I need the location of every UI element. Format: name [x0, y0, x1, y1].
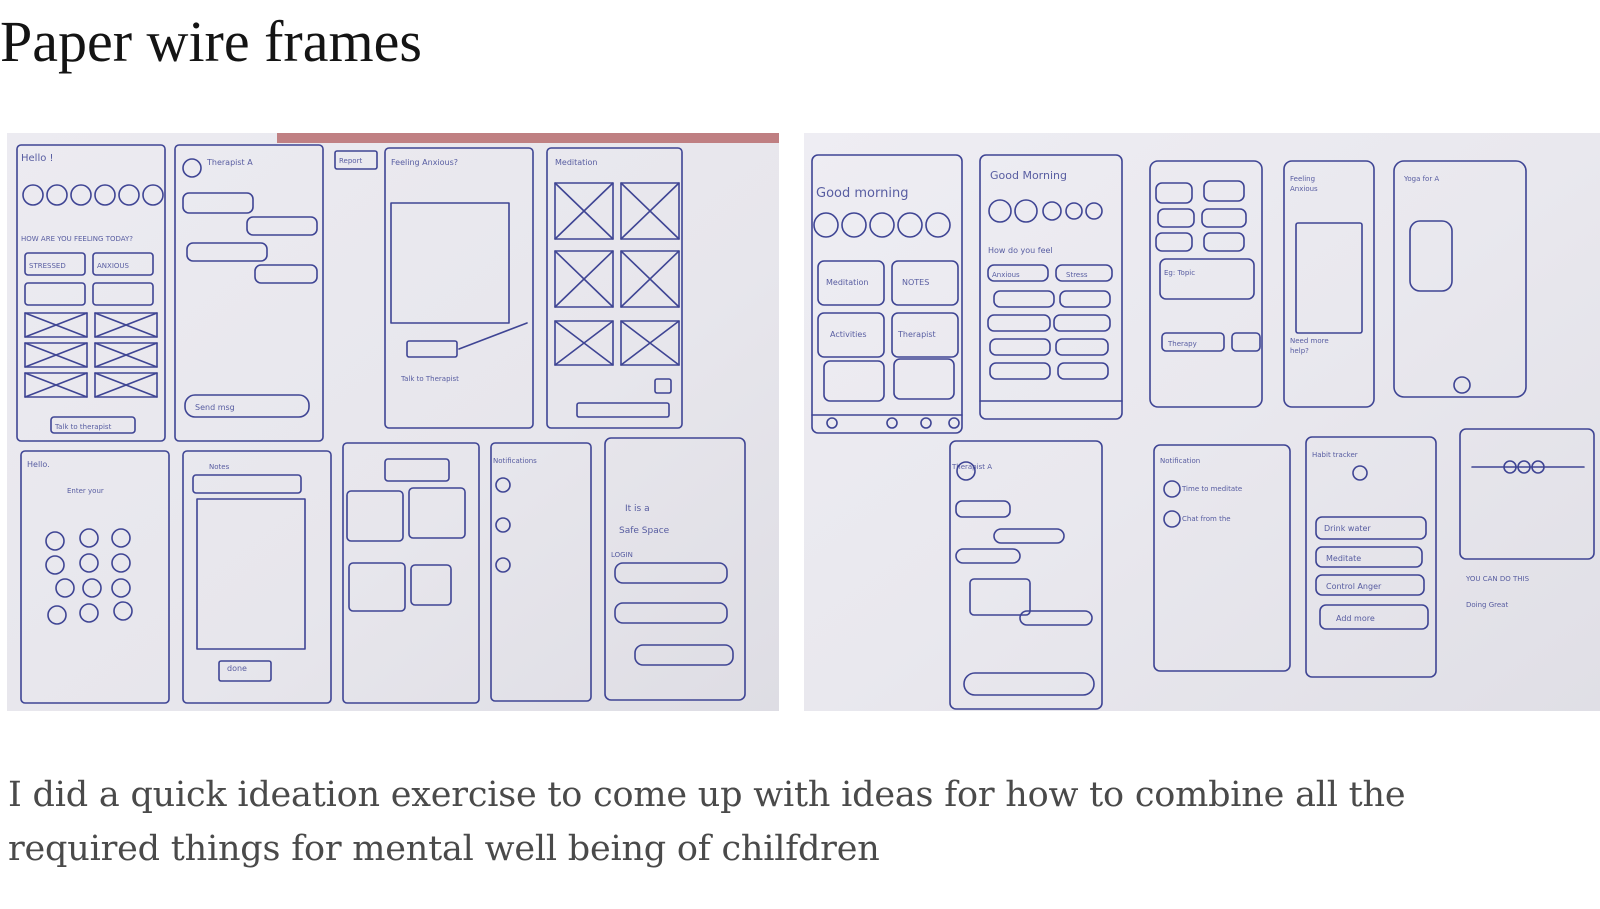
svg-text:Send msg: Send msg: [195, 403, 235, 412]
svg-text:Meditation: Meditation: [826, 278, 869, 287]
svg-text:Therapist A: Therapist A: [206, 158, 253, 167]
svg-text:LOGIN: LOGIN: [611, 551, 633, 559]
svg-text:Meditate: Meditate: [1326, 554, 1361, 563]
svg-text:Enter your: Enter your: [67, 487, 104, 495]
svg-text:Yoga for A: Yoga for A: [1403, 175, 1439, 183]
svg-text:How do you feel: How do you feel: [988, 246, 1053, 255]
svg-text:Therapist A: Therapist A: [951, 463, 992, 471]
svg-text:YOU CAN DO THIS: YOU CAN DO THIS: [1465, 575, 1530, 583]
svg-text:STRESSED: STRESSED: [29, 262, 66, 270]
svg-text:done: done: [227, 664, 247, 673]
svg-text:Report: Report: [339, 157, 362, 165]
svg-text:Meditation: Meditation: [555, 158, 598, 167]
svg-text:Notifications: Notifications: [493, 457, 537, 465]
svg-text:Hello.: Hello.: [27, 460, 50, 469]
svg-text:It is a: It is a: [625, 504, 650, 514]
svg-text:NOTES: NOTES: [902, 278, 929, 287]
svg-text:Doing Great: Doing Great: [1466, 601, 1508, 609]
svg-text:Good Morning: Good Morning: [990, 169, 1067, 182]
svg-text:Anxious: Anxious: [1290, 185, 1318, 193]
svg-text:Talk to Therapist: Talk to Therapist: [400, 375, 459, 383]
svg-text:help?: help?: [1290, 347, 1309, 355]
sketch-photo-icon: Hello ! HOW ARE YOU FEELING TODAY? STRES…: [7, 133, 779, 711]
sketch-photo-left: Hello ! HOW ARE YOU FEELING TODAY? STRES…: [7, 133, 779, 711]
svg-text:Habit tracker: Habit tracker: [1312, 451, 1358, 459]
svg-text:Activities: Activities: [830, 330, 867, 339]
svg-text:Notification: Notification: [1160, 457, 1200, 465]
svg-text:Feeling Anxious?: Feeling Anxious?: [391, 158, 458, 167]
svg-text:Need more: Need more: [1290, 337, 1329, 345]
svg-text:Notes: Notes: [209, 463, 230, 471]
svg-text:Therapist: Therapist: [897, 330, 936, 339]
svg-text:Drink water: Drink water: [1324, 524, 1371, 533]
svg-text:Time to meditate: Time to meditate: [1181, 485, 1242, 493]
svg-text:Talk to therapist: Talk to therapist: [54, 423, 112, 431]
svg-text:HOW ARE YOU FEELING TODAY?: HOW ARE YOU FEELING TODAY?: [21, 235, 133, 243]
svg-text:ANXIOUS: ANXIOUS: [97, 262, 130, 270]
svg-text:Good morning: Good morning: [816, 186, 908, 201]
svg-text:Hello !: Hello !: [21, 153, 54, 164]
svg-text:Anxious: Anxious: [992, 271, 1020, 279]
svg-text:Eg: Topic: Eg: Topic: [1164, 269, 1195, 277]
svg-text:Stress: Stress: [1066, 271, 1088, 279]
page-title: Paper wire frames: [0, 9, 422, 74]
svg-text:Control Anger: Control Anger: [1326, 582, 1382, 591]
svg-text:Therapy: Therapy: [1167, 340, 1197, 348]
svg-text:Chat from the: Chat from the: [1182, 515, 1231, 523]
svg-text:Feeling: Feeling: [1290, 175, 1315, 183]
svg-text:Safe Space: Safe Space: [619, 526, 670, 536]
svg-text:Add more: Add more: [1336, 614, 1375, 623]
caption-text: I did a quick ideation exercise to come …: [8, 775, 1406, 869]
